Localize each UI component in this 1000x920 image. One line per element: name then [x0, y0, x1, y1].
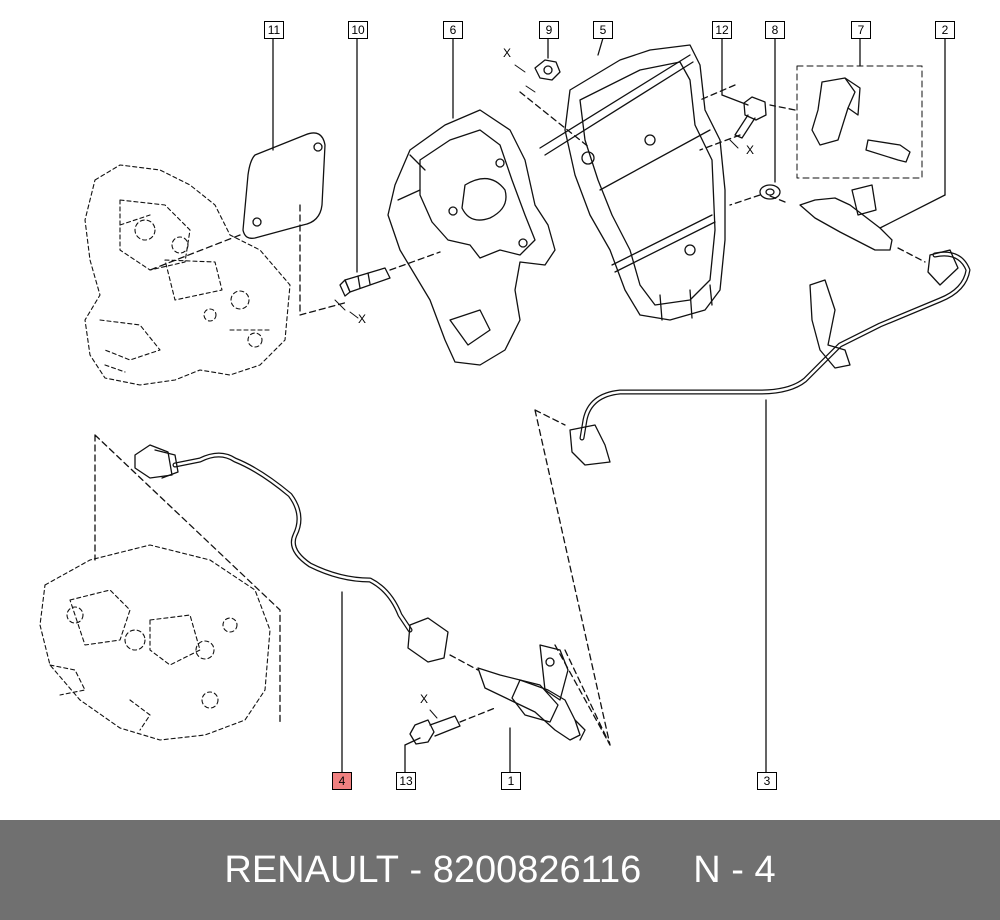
engine-block-lower-outline — [39, 544, 271, 741]
heat-shield-6 — [387, 109, 556, 366]
harness-4 — [134, 444, 449, 663]
callout-3[interactable]: 3 — [757, 772, 777, 790]
x-mark: X — [746, 143, 755, 157]
callout-5[interactable]: 5 — [593, 21, 613, 39]
engine-block-outline — [84, 164, 291, 386]
bolt-12 — [734, 96, 767, 139]
x-mark: X — [503, 46, 512, 60]
bolt-13 — [409, 715, 461, 745]
callout-10[interactable]: 10 — [348, 21, 368, 39]
callout-13[interactable]: 13 — [396, 772, 416, 790]
washer-8 — [759, 184, 781, 200]
parts-diagram — [39, 37, 971, 773]
harness-3 — [569, 249, 971, 466]
bracket-5 — [539, 44, 726, 321]
x-mark: X — [420, 692, 429, 706]
bracket-11 — [242, 132, 326, 239]
callout-6[interactable]: 6 — [443, 21, 463, 39]
x-mark: X — [358, 312, 367, 326]
callout-7[interactable]: 7 — [851, 21, 871, 39]
stud-10 — [339, 267, 391, 297]
callout-2[interactable]: 2 — [935, 21, 955, 39]
brand-label: RENAULT — [224, 848, 399, 891]
callout-11[interactable]: 11 — [264, 21, 284, 39]
clamp-7 — [811, 77, 911, 163]
callout-12[interactable]: 12 — [712, 21, 732, 39]
part-info-footer: RENAULT - 8200826116 N - 4 — [0, 820, 1000, 920]
callout-9[interactable]: 9 — [539, 21, 559, 39]
part-number: 8200826116 — [432, 848, 642, 891]
reference-label: N - 4 — [693, 848, 776, 891]
nut-9 — [534, 59, 561, 81]
callout-1[interactable]: 1 — [501, 772, 521, 790]
callout-4-highlighted[interactable]: 4 — [332, 772, 352, 790]
callout-8[interactable]: 8 — [765, 21, 785, 39]
separator: - — [398, 848, 433, 891]
sensor-2 — [799, 184, 893, 251]
